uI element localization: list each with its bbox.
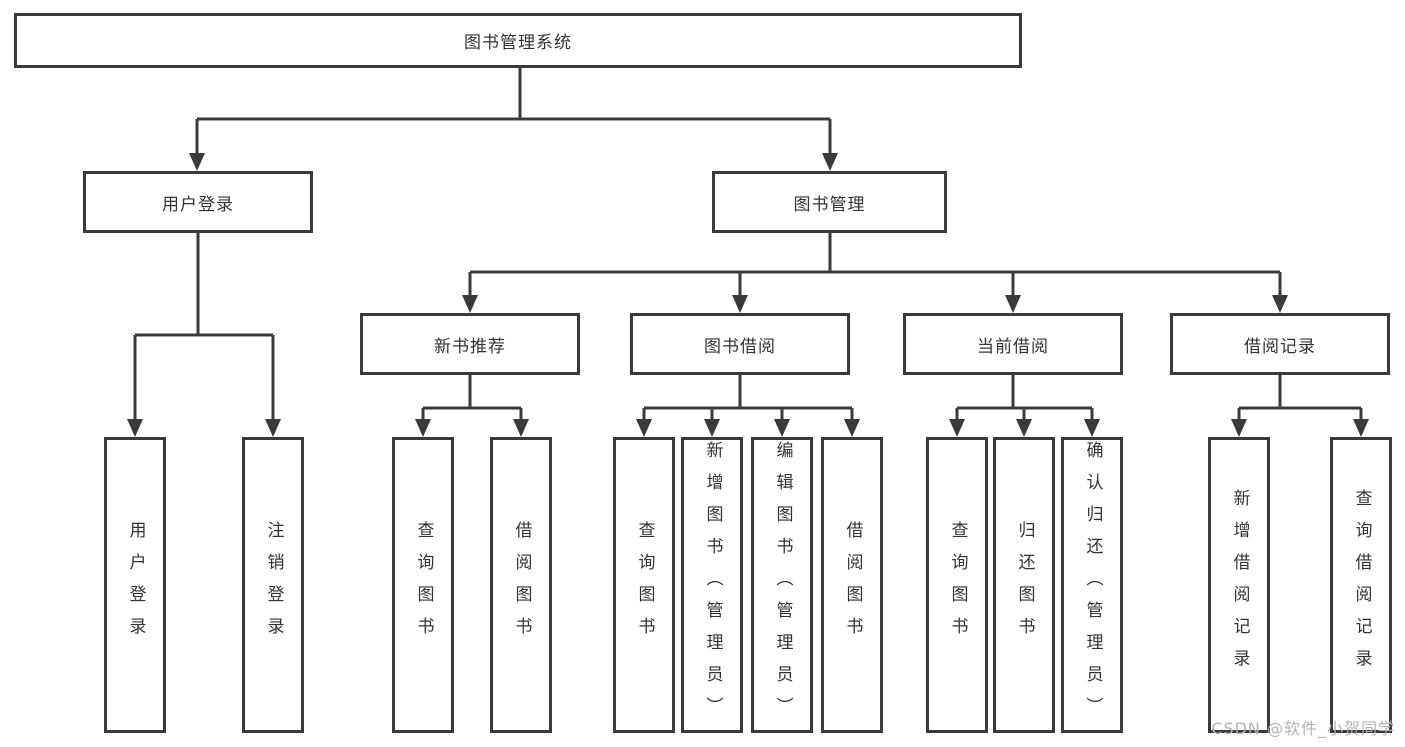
- node-current-borrowing: 当前借阅: [903, 313, 1123, 375]
- node-label: 用户登录: [162, 194, 234, 215]
- leaf-logout: 注销登录: [242, 437, 304, 733]
- leaf-borrow-books-borrowing: 借阅图书: [821, 437, 883, 733]
- node-label: 当前借阅: [977, 336, 1049, 357]
- node-root-system: 图书管理系统: [14, 13, 1022, 68]
- connector-userlogin-to-leaves: [133, 233, 275, 420]
- node-label: 归还图书: [1014, 521, 1035, 649]
- leaf-query-books-recommend: 查询图书: [392, 437, 454, 733]
- leaf-query-books-current: 查询图书: [926, 437, 988, 733]
- leaf-add-book-admin: 新增图书（管理员）: [681, 437, 743, 733]
- connector-current-to-leaves: [955, 375, 1094, 420]
- node-label: 图书借阅: [704, 336, 776, 357]
- node-label: 查询图书: [413, 521, 434, 649]
- connector-borrow-to-leaves: [642, 375, 854, 420]
- node-user-login: 用户登录: [83, 171, 313, 233]
- node-label: 借阅图书: [842, 521, 863, 649]
- connector-bookmgmt-to-level3: [468, 233, 1282, 296]
- node-label: 查询图书: [634, 521, 655, 649]
- connector-root-to-level2: [195, 68, 832, 154]
- node-book-borrowing: 图书借阅: [630, 313, 850, 375]
- leaf-query-books-borrowing: 查询图书: [613, 437, 675, 733]
- node-label: 新增借阅记录: [1229, 489, 1250, 681]
- node-label: 图书管理: [793, 194, 866, 215]
- connector-newbook-to-leaves: [421, 375, 523, 420]
- leaf-confirm-return-admin: 确认归还（管理员）: [1061, 437, 1123, 733]
- leaf-user-login: 用户登录: [104, 437, 166, 733]
- node-label: 注销登录: [263, 521, 284, 649]
- node-label: 查询图书: [947, 521, 968, 649]
- leaf-return-book: 归还图书: [993, 437, 1055, 733]
- leaf-edit-book-admin: 编辑图书（管理员）: [751, 437, 813, 733]
- node-label: 新书推荐: [434, 336, 506, 357]
- node-label: 借阅记录: [1244, 336, 1316, 357]
- connector-records-to-leaves: [1237, 375, 1363, 420]
- leaf-query-borrow-record: 查询借阅记录: [1330, 437, 1392, 733]
- leaf-add-borrow-record: 新增借阅记录: [1208, 437, 1270, 733]
- csdn-watermark: CSDN @软件_小贺同学: [1211, 719, 1395, 738]
- node-new-book-recommend: 新书推荐: [360, 313, 580, 375]
- node-borrowing-records: 借阅记录: [1170, 313, 1390, 375]
- node-label: 用户登录: [125, 521, 146, 649]
- node-label: 编辑图书（管理员）: [772, 441, 793, 729]
- node-book-management: 图书管理: [712, 171, 947, 233]
- node-label: 新增图书（管理员）: [702, 441, 723, 729]
- node-label: 查询借阅记录: [1351, 489, 1372, 681]
- node-label: 借阅图书: [511, 521, 532, 649]
- leaf-borrow-books-recommend: 借阅图书: [490, 437, 552, 733]
- node-label: 确认归还（管理员）: [1082, 441, 1103, 729]
- node-label: 图书管理系统: [464, 33, 572, 53]
